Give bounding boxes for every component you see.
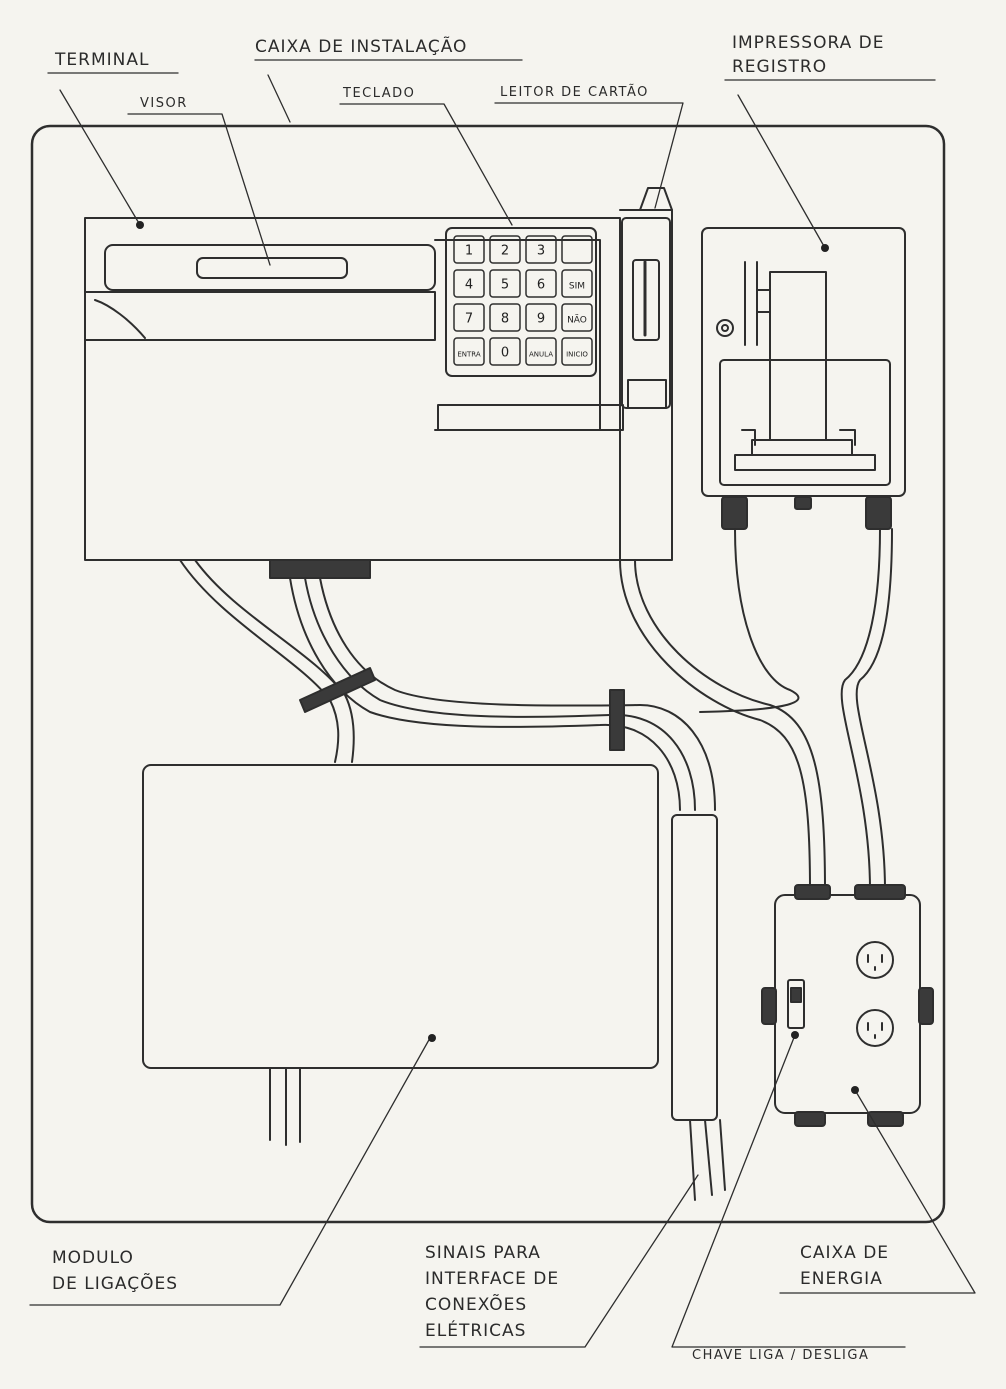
keypad-key (525, 269, 557, 298)
keypad-key-label: 4 (465, 278, 473, 293)
leader-dots (136, 221, 859, 1094)
keypad-key (453, 303, 485, 332)
signals-label-line2: INTERFACE DE (425, 1269, 560, 1289)
visor-label: VISOR (140, 96, 188, 111)
keypad-key (489, 337, 521, 366)
power-box-connectors (761, 884, 934, 1127)
keypad-key-label: 3 (537, 244, 545, 259)
keypad-key-label: 2 (501, 244, 509, 259)
terminal-label: TERMINAL (55, 50, 150, 70)
keypad-key (489, 303, 521, 332)
keypad-key-label: 7 (465, 312, 473, 327)
signals-label-line1: SINAIS PARA (425, 1243, 541, 1263)
outlet-bottom (856, 1009, 894, 1047)
leader-lines (29, 59, 976, 1348)
keypad-key-label: 1 (465, 244, 473, 259)
keypad-key-label: 5 (501, 278, 509, 293)
display-visor (196, 257, 348, 279)
printer-label-line2: REGISTRO (732, 57, 828, 77)
keypad-key-label: INICIO (566, 351, 588, 359)
keypad-key (561, 235, 593, 264)
terminal-connector (269, 559, 371, 579)
keypad-key-label: NÃO (567, 315, 587, 326)
keypad-key (453, 337, 485, 366)
keypad-key (525, 235, 557, 264)
printer (701, 227, 906, 497)
keypad-key-label: 8 (501, 312, 509, 327)
keypad-key (453, 235, 485, 264)
power-box (774, 894, 921, 1114)
keypad-key (561, 337, 593, 366)
module-label-line1: MODULO (52, 1248, 134, 1268)
cables (179, 528, 893, 1201)
keypad-key (489, 235, 521, 264)
signals-label-line3: CONEXÕES (425, 1295, 528, 1315)
keypad-key-label: 6 (537, 278, 545, 293)
signals-label-line4: ELÉTRICAS (425, 1321, 527, 1341)
connection-module (142, 764, 659, 1069)
keypad-key (525, 303, 557, 332)
keypad-key-label: ANULA (529, 351, 553, 359)
card-reader (619, 187, 673, 561)
installation-box-label: CAIXA DE INSTALAÇÃO (255, 37, 468, 57)
power-box-label: CAIXA DE ENERGIA (800, 1240, 889, 1292)
keypad-label: TECLADO (343, 86, 416, 101)
module-label-line2: DE LIGAÇÕES (52, 1274, 179, 1294)
signals-label: SINAIS PARA INTERFACE DE CONEXÕES ELÉTRI… (425, 1240, 559, 1344)
switch-label: CHAVE LIGA / DESLIGA (692, 1348, 870, 1363)
keypad-key (561, 303, 593, 332)
keypad-keys: 1 2 3 4 5 6 SIM 7 8 9 NÃO ENTRA 0 ANULA INICIO (453, 235, 593, 366)
printer-connectors (721, 496, 892, 530)
installation-box (30, 124, 946, 1224)
keypad-key-label: ENTRA (457, 351, 481, 359)
keypad-key-label: 0 (501, 346, 509, 361)
keypad-key (453, 269, 485, 298)
keypad-key-label: SIM (569, 282, 585, 292)
keypad (445, 227, 597, 377)
keypad-key (525, 337, 557, 366)
cable-ties (299, 667, 625, 751)
cable-sleeve (671, 814, 718, 1121)
power-box-label-line2: ENERGIA (800, 1269, 883, 1289)
keypad-key (561, 269, 593, 298)
card-reader-label: LEITOR DE CARTÃO (500, 85, 649, 100)
printer-label-line1: IMPRESSORA DE (732, 33, 885, 53)
module-label: MODULO DE LIGAÇÕES (52, 1245, 178, 1297)
keypad-key (489, 269, 521, 298)
outlet-top (856, 941, 894, 979)
keypad-key-label: 9 (537, 312, 545, 327)
power-box-label-line1: CAIXA DE (800, 1243, 890, 1263)
